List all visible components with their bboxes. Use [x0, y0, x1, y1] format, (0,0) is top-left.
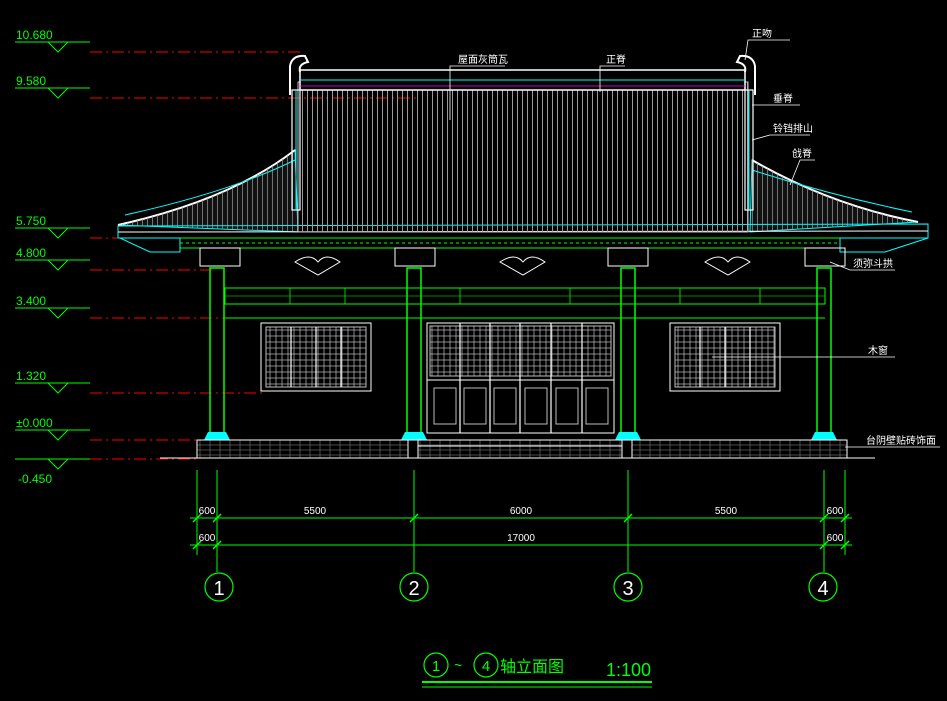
axis-bubble-4: 4	[808, 572, 838, 602]
bracket-cluster	[199, 247, 846, 267]
dim-text: 6000	[510, 506, 533, 517]
elevation-label: 9.580	[16, 74, 46, 88]
elevation-marker-4800: 4.800	[15, 246, 215, 271]
axis-label: 3	[622, 578, 633, 600]
axis-label: 1	[213, 578, 224, 600]
elevation-label: 10.680	[16, 28, 53, 42]
elevation-marker-0000: ±0.000	[15, 416, 205, 441]
dim-text: 5500	[715, 506, 738, 517]
elevation-label: 3.400	[16, 294, 46, 308]
label-base-finish: 台阴壁贴砖饰面	[866, 434, 936, 447]
elevation-markers: 10.680 9.580 5.750 4.800 3.400	[15, 28, 420, 486]
elevation-label: 1.320	[16, 369, 46, 383]
elevation-marker-3400: 3.400	[15, 294, 225, 319]
central-doors	[426, 322, 615, 434]
callout-leaders	[449, 39, 940, 448]
elevation-label: 4.800	[16, 246, 46, 260]
elevation-marker-10680: 10.680	[15, 28, 300, 53]
label-main-ridge: 正脊	[606, 53, 626, 66]
dimension-texts: 600 5500 6000 5500 600 600 17000 600	[199, 506, 844, 544]
axis-bubble-1: 1	[204, 572, 234, 602]
axis-bubble-2: 2	[399, 572, 429, 602]
elevation-label: ±0.000	[16, 416, 53, 430]
dim-text: 600	[827, 533, 844, 544]
wood-window-left	[260, 322, 372, 392]
dim-text: 5500	[304, 506, 327, 517]
elevation-label: -0.450	[18, 472, 52, 486]
axis-bubbles: 1 2 3 4	[204, 572, 838, 602]
label-vertical-ridge: 垂脊	[773, 92, 793, 105]
roof	[117, 54, 929, 276]
title-text: 轴立面图	[500, 658, 564, 676]
column	[811, 267, 837, 440]
axis-bubble-3: 3	[613, 572, 643, 602]
elevation-marker-neg0450: -0.450	[15, 458, 200, 486]
dim-text: 17000	[507, 533, 535, 544]
label-ridge-ornament: 正吻	[752, 28, 772, 40]
column	[401, 267, 427, 440]
label-hip-ridge: 戗脊	[792, 147, 812, 160]
label-wood-window: 木窗	[868, 344, 888, 357]
dim-text: 600	[827, 506, 844, 517]
dimension-lines	[190, 470, 852, 572]
elevation-marker-1320: 1.320	[15, 369, 262, 394]
axis-label: 2	[408, 578, 419, 600]
platform-base	[160, 439, 875, 459]
column	[615, 267, 641, 440]
title-scale: 1:100	[606, 660, 651, 680]
elevation-label: 5.750	[16, 214, 46, 228]
drawing-title: 1 ~ 4 轴立面图 1:100	[422, 652, 652, 688]
label-roof-tiles: 屋面灰筒瓦	[458, 53, 508, 66]
label-gable-board: 铃铛排山	[773, 122, 813, 135]
callout-labels: 屋面灰筒瓦 正脊 正吻 垂脊 铃铛排山 戗脊 须弥斗拱 木窗 台阴壁贴砖饰面	[458, 28, 936, 447]
dim-text: 600	[199, 506, 216, 517]
column	[204, 267, 230, 440]
facade	[204, 267, 837, 440]
label-bracket-set: 须弥斗拱	[853, 257, 893, 270]
title-tilde: ~	[454, 657, 462, 673]
title-axis-b: 4	[482, 658, 490, 675]
dim-text: 600	[199, 533, 216, 544]
title-axis-a: 1	[432, 658, 440, 675]
axis-label: 4	[817, 578, 828, 600]
